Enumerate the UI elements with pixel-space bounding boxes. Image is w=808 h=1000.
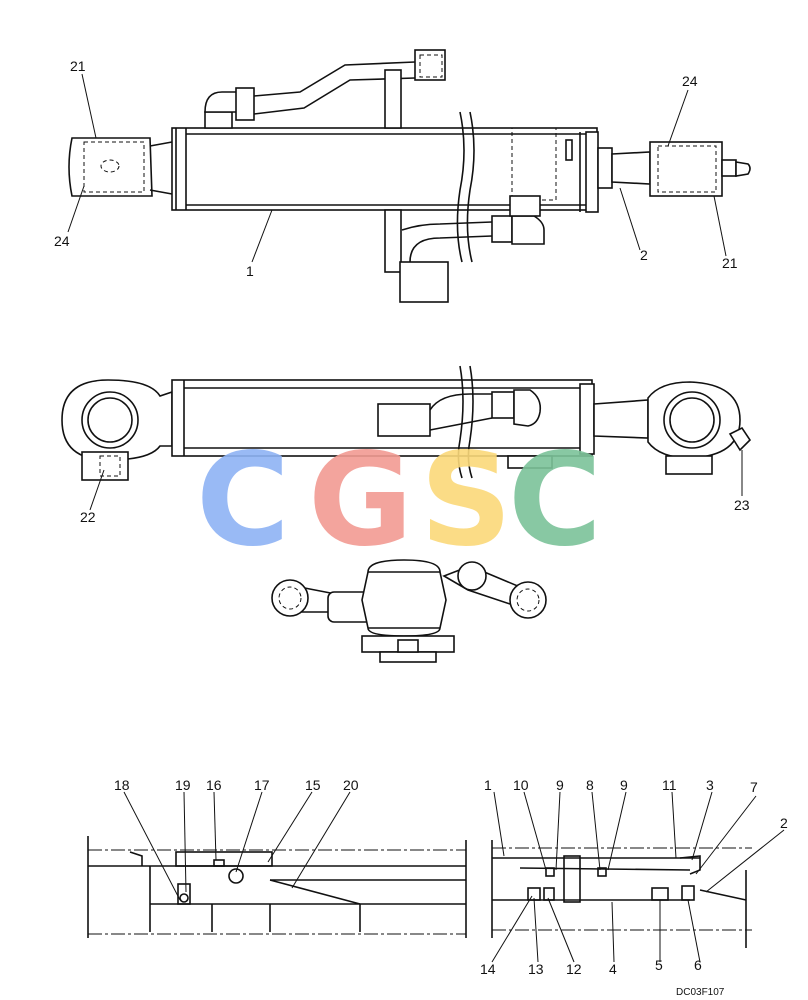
callout-label: 1 <box>246 263 254 279</box>
callout-label: 10 <box>513 777 529 793</box>
callout-label: 17 <box>254 777 270 793</box>
watermark-letter-2: G <box>308 426 413 575</box>
cylinder-top-view <box>67 49 751 303</box>
callout-label: 8 <box>586 777 594 793</box>
drawing-code: DC03F107 <box>676 987 725 998</box>
callout-label: 2 <box>640 247 648 263</box>
callout-label: 9 <box>556 777 564 793</box>
section-right-bottom-callouts: 14 13 12 4 5 6 <box>480 957 702 977</box>
cylinder-side-view <box>61 365 752 511</box>
callout-label: 15 <box>305 777 321 793</box>
callout-label: 18 <box>114 777 130 793</box>
callout-label: 22 <box>80 509 96 525</box>
watermark-letter-1: C <box>196 426 290 575</box>
callout-label: 20 <box>343 777 359 793</box>
section-left-callouts: 18 19 16 17 15 20 <box>114 777 359 793</box>
cylinder-end-view <box>271 559 547 663</box>
side-view-callouts: 22 23 <box>80 497 750 525</box>
section-right <box>491 791 785 963</box>
callout-label: 9 <box>620 777 628 793</box>
callout-label: 1 <box>484 777 492 793</box>
watermark-letter-3: S <box>420 426 512 575</box>
callout-label: 11 <box>662 777 677 793</box>
callout-label: 13 <box>528 961 544 977</box>
cgsc-watermark: C G S C <box>196 426 602 575</box>
callout-label: 23 <box>734 497 750 513</box>
callout-label: 4 <box>609 961 617 977</box>
callout-label: 24 <box>54 233 70 249</box>
callout-label: 3 <box>706 777 714 793</box>
section-left <box>87 791 467 938</box>
callout-label: 16 <box>206 777 222 793</box>
callout-label: 14 <box>480 961 496 977</box>
callout-label: 2 <box>780 815 788 831</box>
callout-label: 19 <box>175 777 191 793</box>
callout-label: 21 <box>722 255 738 271</box>
callout-label: 24 <box>682 73 698 89</box>
callout-label: 21 <box>70 58 86 74</box>
callout-label: 12 <box>566 961 582 977</box>
callout-label: 6 <box>694 957 702 973</box>
section-right-top-callouts: 1 10 9 8 9 11 3 7 2 <box>484 777 788 831</box>
watermark-letter-4: C <box>508 426 602 575</box>
callout-label: 7 <box>750 779 758 795</box>
top-view-callouts: 21 24 1 24 2 21 <box>54 58 738 279</box>
callout-label: 5 <box>655 957 663 973</box>
